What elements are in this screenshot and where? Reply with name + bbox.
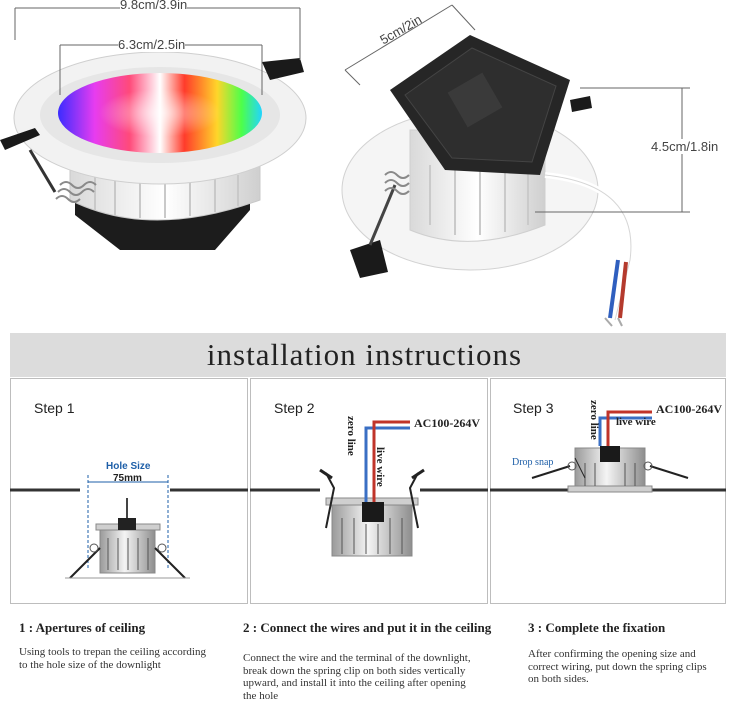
step2-caption-body: Connect the wire and the terminal of the… [243,652,513,702]
drop-snap-label: Drop snap [512,457,553,468]
step2-caption-line: Connect the wire and the terminal of the… [243,652,513,665]
hole-size-value: 75mm [113,473,142,484]
step2-caption-line: break down the spring clip on both sides… [243,665,513,678]
ceiling-illustrations [0,378,729,604]
step3-caption-line: correct wiring, put down the spring clip… [528,661,728,674]
step1-illustration [10,475,248,578]
downlight-front-photo [0,52,306,250]
step1-caption-line: to the hole size of the downlight [19,659,239,672]
step3-caption-line: on both sides. [528,673,728,686]
step2-zero-line: zero line [345,416,357,456]
step3-caption-line: After confirming the opening size and [528,648,728,661]
step3-voltage: AC100-264V [656,402,722,417]
step2-caption-title: 2 : Connect the wires and put it in the … [243,620,491,636]
step1-caption-body: Using tools to trepan the ceiling accord… [19,646,239,671]
step3-caption-title: 3 : Complete the fixation [528,620,665,636]
page-title: installation instructions [0,337,729,373]
outer-diameter-label: 9.8cm/3.9in [120,0,187,12]
step3-label: Step 3 [513,400,553,416]
step1-label: Step 1 [34,400,74,416]
inner-diameter-label: 6.3cm/2.5in [118,37,185,52]
downlight-back-photo [342,35,631,326]
product-photos [0,0,729,333]
step2-caption-line: upward, and install it into the ceiling … [243,677,513,690]
step3-zero-line: zero line [588,400,600,440]
step1-caption-title: 1 : Apertures of ceiling [19,620,145,636]
step2-voltage: AC100-264V [414,416,480,431]
hole-size-title: Hole Size [106,461,150,472]
step1-caption-line: Using tools to trepan the ceiling accord… [19,646,239,659]
step2-illustration [250,422,488,556]
step3-caption-body: After confirming the opening size and co… [528,648,728,686]
step3-live-wire: live wire [616,416,656,428]
step2-caption-line: the hole [243,690,513,702]
step2-live-wire: live wire [374,447,386,487]
step2-label: Step 2 [274,400,314,416]
height-label: 4.5cm/1.8in [651,139,718,154]
step3-illustration [490,412,726,492]
